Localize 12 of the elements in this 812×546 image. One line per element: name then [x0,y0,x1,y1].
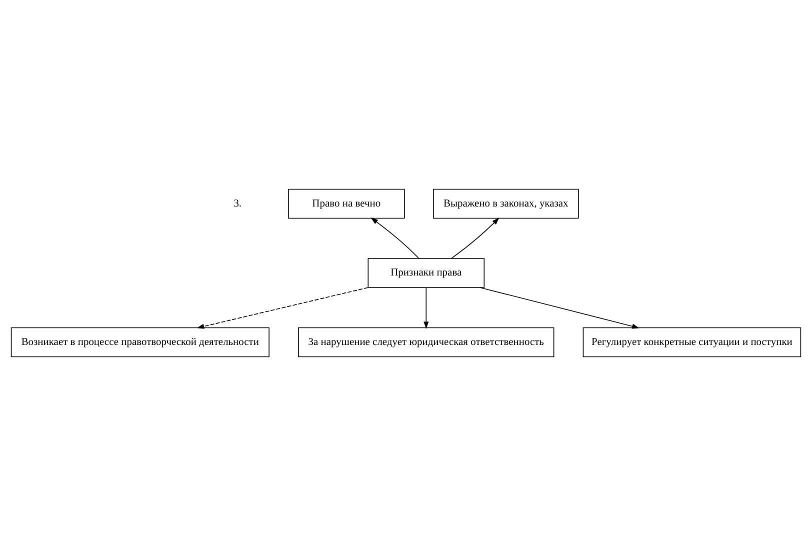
node-box: Возникает в процессе правотворческой деятельности [10,327,270,358]
node-box: За нарушение следует юридическая ответственность [298,327,554,358]
node-box: Регулирует конкретные ситуации и поступки [582,327,802,358]
arrow [480,287,640,329]
node-box: Признаки права [368,258,485,288]
arrow [196,287,368,329]
label: 3. [234,198,242,210]
arrow [450,218,500,259]
node-box: Выражено в законах, указах [432,188,579,219]
node-box: Право на вечно [288,188,405,219]
arrow [424,287,429,329]
arrow [370,218,420,259]
